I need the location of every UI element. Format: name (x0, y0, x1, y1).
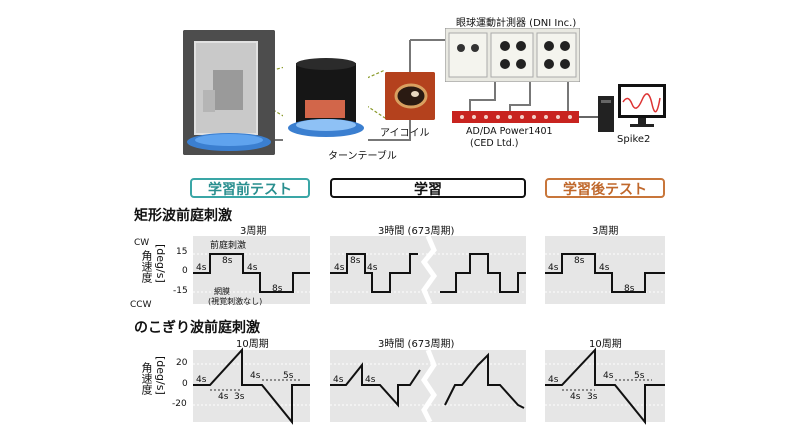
square-wave-learn-a (330, 253, 418, 293)
computer-icon (598, 84, 666, 132)
saw-caption-learn: 3時間 (673周期) (378, 339, 455, 350)
label-turntable: ターンテーブル (328, 151, 397, 162)
saw-post-4s-b: 4s (570, 392, 581, 402)
learn-dur-4s-a: 4s (334, 263, 345, 273)
label-eye-meter: 眼球運動計測器 (DNI Inc.) (456, 18, 577, 29)
square-dur-8s-b: 8s (272, 284, 283, 294)
square-panel-learn (330, 236, 526, 304)
learn-dur-8s-a: 8s (350, 256, 361, 266)
label-adda-2: (CED Ltd.) (470, 138, 519, 149)
turntable-photo-art (288, 58, 364, 137)
post-dur-4s-b: 4s (599, 263, 610, 273)
learn-dur-4s-b: 4s (367, 263, 378, 273)
square-ann-stim: 前庭刺激 (210, 241, 247, 251)
square-yunit: [deg/s] (154, 244, 167, 283)
square-wave-pre (193, 253, 310, 293)
saw-pre-4s-b: 4s (218, 392, 229, 402)
square-wave-title: 矩形波前庭刺激 (134, 208, 232, 224)
square-dur-4s-b: 4s (247, 263, 258, 273)
saw-panel-learn (330, 350, 526, 422)
phase-pre-test: 学習前テスト (190, 178, 310, 198)
saw-tick-20: 20 (176, 358, 188, 368)
saw-wave-learn-b (444, 352, 525, 409)
photo-eye-coil (385, 72, 435, 120)
square-caption-post: 3周期 (592, 226, 619, 237)
saw-wave-title: のこぎり波前庭刺激 (134, 320, 260, 336)
saw-yunit: [deg/s] (154, 356, 167, 395)
phase-learning: 学習 (330, 178, 526, 198)
square-dur-8s-a: 8s (222, 256, 233, 266)
square-tick-neg15: -15 (173, 286, 188, 296)
post-dur-8s-b: 8s (624, 284, 635, 294)
saw-post-5s: 5s (634, 371, 645, 381)
saw-post-4s-a: 4s (548, 375, 559, 385)
saw-panel-post (545, 350, 665, 422)
label-eye-coil: アイコイル (380, 128, 430, 139)
post-dur-8s-a: 8s (574, 256, 585, 266)
saw-tick-neg20: -20 (172, 399, 187, 409)
square-caption-learn: 3時間 (673周期) (378, 226, 455, 237)
square-wave-post (545, 253, 665, 293)
square-ylabel: 角速度 (140, 250, 153, 283)
square-wave-learn-b (440, 253, 526, 293)
saw-ylabel: 角速度 (140, 362, 153, 395)
square-ann-rest-1: 網膜 (214, 287, 230, 296)
saw-pre-4s-a: 4s (196, 375, 207, 385)
saw-caption-pre: 10周期 (236, 339, 269, 350)
square-caption-pre: 3周期 (240, 226, 267, 237)
saw-caption-post: 10周期 (589, 339, 622, 350)
cable-meter-adda-2 (509, 80, 531, 112)
break-mark-square (420, 235, 438, 305)
saw-learn-4s-a: 4s (333, 375, 344, 385)
axis-cw: CW (134, 238, 150, 248)
saw-learn-4s-b: 4s (365, 375, 376, 385)
saw-post-3s: 3s (587, 392, 598, 402)
photo-turntable (283, 58, 368, 146)
square-tick-0: 0 (182, 266, 188, 276)
label-adda-1: AD/DA Power1401 (466, 126, 553, 137)
saw-wave-post (545, 347, 665, 425)
square-tick-15: 15 (176, 247, 188, 257)
saw-tick-0: 0 (182, 379, 188, 389)
post-dur-4s-a: 4s (548, 263, 559, 273)
saw-panel-pre (193, 350, 310, 422)
cable-meter-adda-1 (469, 80, 496, 112)
phase-post-test: 学習後テスト (545, 178, 665, 198)
axis-ccw: CCW (130, 300, 152, 310)
saw-pre-5s: 5s (283, 371, 294, 381)
apparatus-photo-art (183, 30, 275, 155)
break-mark-saw (420, 349, 438, 424)
photo-apparatus (183, 30, 275, 155)
square-ann-rest-2: (視覚刺激なし) (208, 297, 263, 306)
saw-post-4s-c: 4s (603, 371, 614, 381)
square-dur-4s-a: 4s (196, 263, 207, 273)
saw-pre-3s: 3s (234, 392, 245, 402)
label-spike2: Spike2 (617, 134, 651, 145)
eye-movement-meter (445, 28, 580, 82)
saw-pre-4s-c: 4s (250, 371, 261, 381)
saw-wave-pre (193, 347, 310, 425)
saw-wave-learn-a (330, 362, 421, 408)
adda-unit (452, 111, 579, 123)
eye-coil-photo-art (385, 72, 435, 120)
